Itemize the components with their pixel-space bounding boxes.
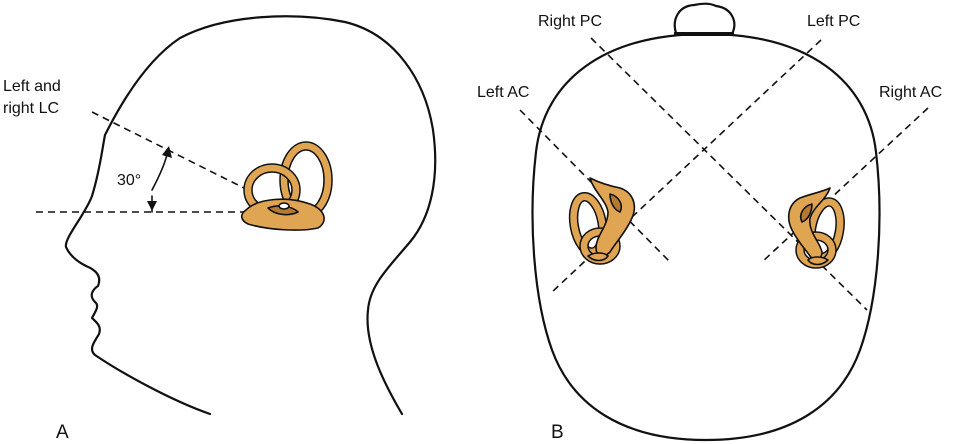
labyrinth-top-left (568, 177, 636, 265)
lc-label-line1: Left and (3, 78, 61, 95)
right-ac-label: Right AC (879, 84, 942, 101)
left-pc-plane-line (551, 39, 822, 293)
panel-b-top-view: Right PC Left PC Left AC Right AC B (477, 2, 942, 443)
head-profile-outline (64, 15, 437, 416)
panel-b-label: B (551, 422, 564, 443)
panel-a-label: A (56, 422, 69, 443)
labyrinth-lateral (240, 141, 333, 231)
right-pc-label: Right PC (538, 13, 602, 30)
left-pc-label: Left PC (807, 13, 860, 30)
panel-a-lateral-view: Left and right LC 30° A (3, 15, 437, 443)
left-ac-label: Left AC (477, 84, 529, 101)
angle-label: 30° (117, 172, 141, 189)
angle-arrow (147, 146, 172, 213)
labyrinth-top-right (787, 187, 845, 269)
lc-label-line2: right LC (3, 100, 59, 117)
nose-outline (673, 2, 736, 36)
right-ac-plane-line (761, 107, 929, 263)
skull-outline (531, 32, 881, 442)
right-pc-plane-line (590, 37, 868, 311)
